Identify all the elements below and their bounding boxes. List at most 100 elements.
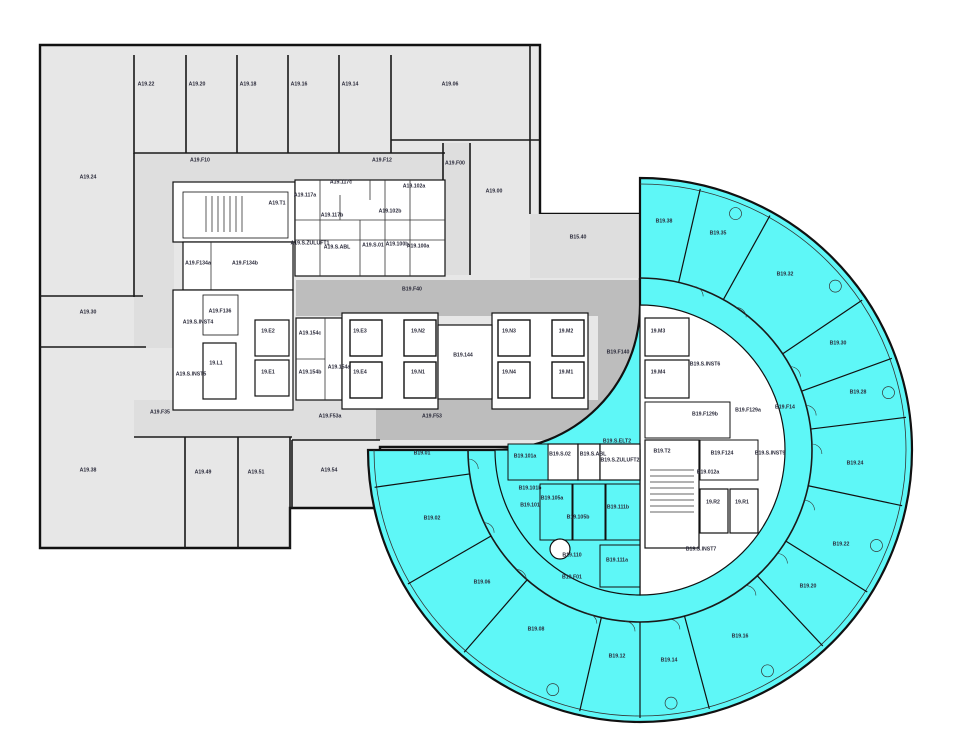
office-partition-wall <box>463 579 528 653</box>
door-swing <box>484 522 495 533</box>
cyan-room-b19-111a <box>599 544 641 588</box>
room-label: B19.F140 <box>607 349 630 355</box>
lift-19-r2 <box>699 488 729 534</box>
office-partition-wall <box>782 299 863 355</box>
lift-car <box>403 319 437 357</box>
room-label: A19.38 <box>80 467 97 473</box>
room-label: A19.S.ABL <box>324 244 351 250</box>
lift-19-e1 <box>254 359 290 397</box>
room-label: A19.51 <box>248 469 265 475</box>
cyan-room-b19-111b <box>605 483 641 541</box>
room-label: A19.100b <box>386 241 409 247</box>
room-label: A19.06 <box>442 81 459 87</box>
room-label: B19.F01 <box>562 574 582 580</box>
room-label: A19.102b <box>379 208 402 214</box>
office-partition-wall <box>683 615 710 710</box>
cyan-room-b19-105b <box>572 483 606 541</box>
office-partitions <box>374 188 907 718</box>
column-round <box>549 538 571 560</box>
lift-19-l1 <box>202 342 237 400</box>
room-label: B19.06 <box>474 579 491 585</box>
column <box>729 207 742 220</box>
office-partition-wall <box>801 357 893 392</box>
column <box>546 683 560 696</box>
room-label: B19.F14 <box>775 404 795 410</box>
office-partition-wall <box>810 416 907 430</box>
door-swing <box>811 443 823 455</box>
room-b19-f124 <box>699 439 759 481</box>
room-label: B19.08 <box>528 626 545 632</box>
room-label: 19.E4 <box>353 369 367 375</box>
room-label: A19.F00 <box>445 160 465 166</box>
room-label: A19.14 <box>342 81 359 87</box>
room-label: B19.02 <box>424 515 441 521</box>
room-label: A19.F12 <box>372 157 392 163</box>
column <box>761 664 774 678</box>
room-label: B19.35 <box>710 230 727 236</box>
room-label: 19.M2 <box>559 328 574 334</box>
room-label: 19.N2 <box>411 328 425 334</box>
room-label: A19.49 <box>195 469 212 475</box>
room-b19-s-zuluft2 <box>599 443 641 481</box>
room-label: A19.117a <box>294 192 316 198</box>
room-label: B19.110 <box>562 552 581 558</box>
room-label: 19.M4 <box>651 369 666 375</box>
room-label: B19.30 <box>830 340 847 346</box>
room-b19-s-02 <box>547 443 579 481</box>
door-swing <box>806 405 817 416</box>
door-swing <box>586 613 598 624</box>
room-label: B19.12 <box>609 653 626 659</box>
lift-19-r1 <box>729 488 759 534</box>
room-label: B19.S.ELT2 <box>603 438 631 444</box>
room-a19-f136 <box>202 294 239 336</box>
room-label: A19.154b <box>299 369 322 375</box>
room-label: A19.54 <box>321 467 338 473</box>
room-label: B19.S.INST9 <box>755 450 786 456</box>
lift-cars <box>349 319 585 399</box>
room-b19-t2-stair <box>644 439 700 549</box>
room-label: A19.117b <box>321 212 344 218</box>
b19-outer-glazing <box>373 183 907 717</box>
room-label: B15.40 <box>570 234 587 240</box>
room-label: A19.T1 <box>268 200 285 206</box>
core-b19-left-rooms <box>494 449 641 596</box>
room-label: B19.T2 <box>653 448 670 454</box>
room-label: B19.S.INST6 <box>690 361 721 367</box>
office-partition-wall <box>374 473 470 488</box>
room-label: A19.F134b <box>232 260 258 266</box>
stair-a19-t1-inner <box>182 191 289 239</box>
office-partition-wall <box>678 188 701 283</box>
room-label: A19.F35 <box>150 409 170 415</box>
room-b15-40 <box>530 214 640 278</box>
door-swing <box>777 553 788 564</box>
stair-treads-b19 <box>650 469 694 513</box>
cyan-room-b19-101a <box>507 443 549 481</box>
room-label: A19.F10 <box>190 157 210 163</box>
room-a19-f134 <box>182 241 294 291</box>
room-label: A19.S.INST5 <box>176 371 207 377</box>
walls-building-a <box>40 45 540 548</box>
room-label: A19.22 <box>138 81 155 87</box>
room-label: B19.111b <box>607 504 629 510</box>
room-label: A19.S.01 <box>362 242 384 248</box>
room-label: A19.30 <box>80 309 97 315</box>
room-label: 19.E1 <box>261 369 275 375</box>
door-swing <box>516 569 527 580</box>
room-label: 19.L1 <box>209 360 222 366</box>
room-label: A19.F136 <box>209 308 232 314</box>
door-swing <box>790 366 801 377</box>
room-label: B19.20 <box>800 583 817 589</box>
room-label: 19.N3 <box>502 328 516 334</box>
door-swing <box>745 585 757 596</box>
room-label: B19.105a <box>541 495 564 501</box>
room-label: B19.16 <box>732 633 749 639</box>
room-label: B19.F124 <box>711 450 734 456</box>
room-label: A19.18 <box>240 81 257 87</box>
room-label: A19.F53a <box>319 413 342 419</box>
office-partition-wall <box>579 617 602 712</box>
door-swing <box>669 619 681 630</box>
column <box>664 696 678 710</box>
room-label: B19.S.ABL <box>580 451 607 457</box>
column <box>870 539 883 552</box>
office-partition-wall <box>722 215 771 300</box>
